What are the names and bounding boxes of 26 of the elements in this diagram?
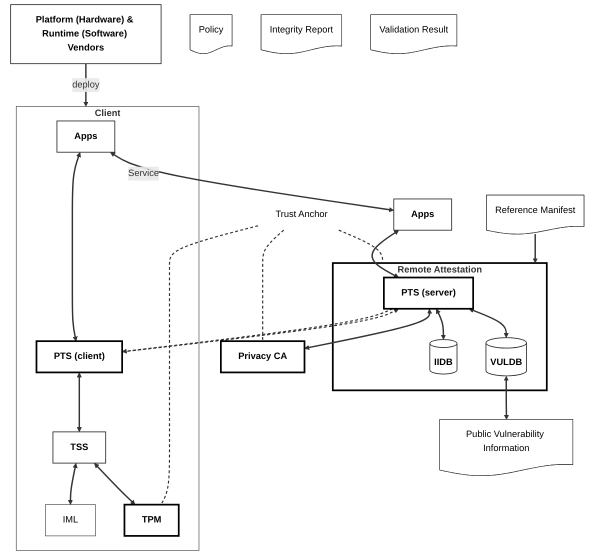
arrow [372,230,400,278]
node-box: Platform (Hardware) & Runtime (Software) Vendors [10,4,162,64]
node-text: Trust Anchor [276,209,328,220]
arrow [469,308,509,338]
arrow [94,463,136,505]
arrow [76,372,82,432]
node-box: TSS [52,431,106,464]
arrow [68,463,78,505]
node-box: PTS (client) [36,340,124,374]
connector [160,225,258,505]
node-box: Privacy CA [220,340,306,374]
node-box: TPM [124,504,180,537]
node-box: PTS (server) [383,276,474,310]
node-box: Apps [56,120,116,153]
arrow [304,308,432,350]
arrow [532,234,538,264]
arrow [504,376,510,420]
arrow [110,152,394,212]
arrow [72,152,82,342]
node-box: Apps [394,198,452,231]
connector [338,230,384,264]
edge-label: Service [128,168,160,178]
connector [262,230,284,342]
edge-label: deploy [72,80,100,90]
arrow [436,308,446,340]
node-box: IML [45,504,96,536]
